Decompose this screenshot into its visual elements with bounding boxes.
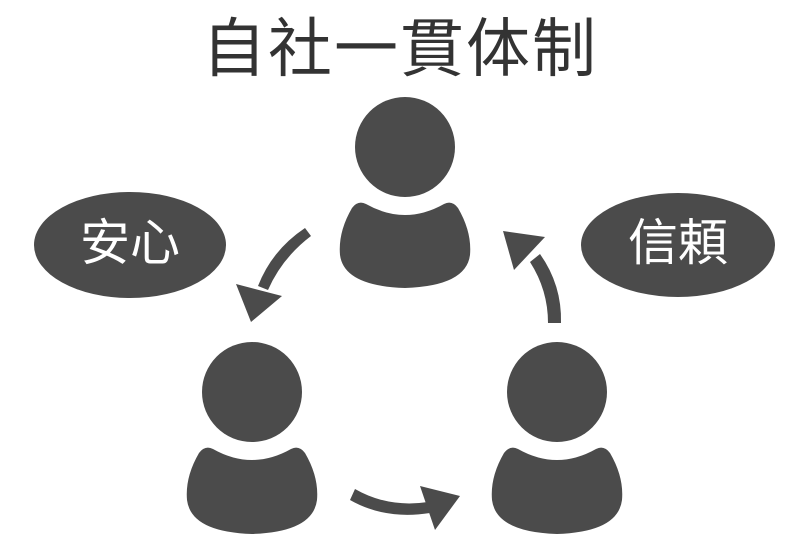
bubble-right — [581, 193, 775, 297]
curved-arrow-icon-top-to-left — [236, 228, 311, 322]
bubble-left — [34, 192, 226, 298]
person-icon-top — [339, 97, 471, 288]
diagram-title: 自社一貫体制 — [202, 13, 598, 87]
bubble-right-label: 信頼 — [628, 214, 728, 272]
curved-arrow-icon-right-to-top — [503, 231, 562, 323]
bubble-left-label: 安心 — [80, 214, 180, 272]
person-icon-bottom-right — [491, 342, 623, 534]
curved-arrow-icon-left-to-right — [350, 486, 460, 530]
person-icon-bottom-left — [186, 342, 318, 534]
